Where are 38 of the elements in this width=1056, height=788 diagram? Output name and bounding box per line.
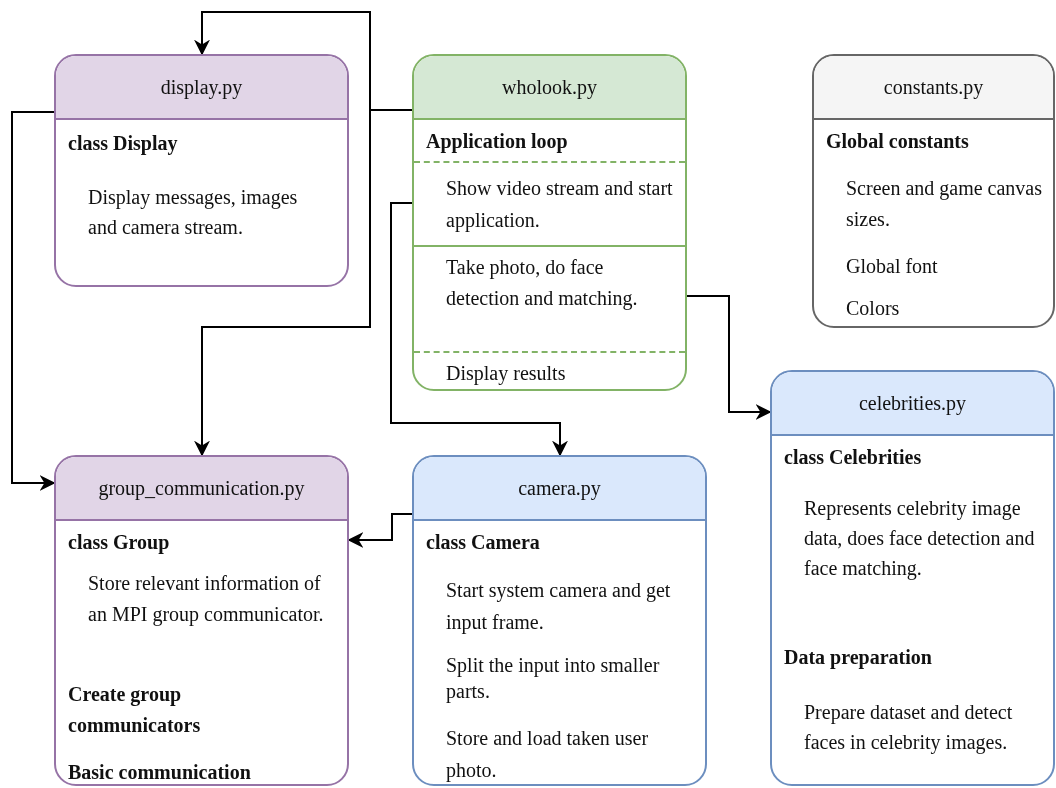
- connector-arrow: [347, 513, 413, 548]
- connector-arrow: [686, 295, 772, 420]
- description-text: Take photo, do face detection and matching.: [446, 255, 639, 312]
- description-text: Global font: [846, 254, 939, 279]
- section-heading: class Celebrities: [784, 445, 923, 470]
- module-card: [54, 455, 349, 786]
- module-card: [812, 54, 1055, 328]
- section-heading: class Camera: [426, 530, 541, 555]
- description-text: Represents celebrity image data, does face detection and face matching.: [804, 496, 1036, 582]
- description-text: Store and load taken user photo.: [446, 726, 650, 784]
- section-heading: class Display: [68, 131, 179, 157]
- section-heading: Basic communication: [68, 760, 252, 784]
- connector-arrow: [11, 111, 56, 491]
- connector-arrow: [390, 202, 568, 457]
- description-text: Colors: [846, 296, 901, 321]
- description-text: Show video stream and start application.: [446, 176, 674, 234]
- description-text: Start system camera and get input frame.: [446, 578, 672, 636]
- file-name-header: group_communication.py: [56, 457, 347, 521]
- file-name-header: wholook.py: [414, 56, 685, 120]
- module-card: [54, 54, 349, 287]
- section-heading: Global constants: [826, 129, 970, 154]
- file-name-header: display.py: [56, 56, 347, 120]
- description-text: Prepare dataset and detect faces in celebrity images.: [804, 700, 1014, 756]
- section-heading: class Group: [68, 530, 171, 556]
- module-card: [412, 455, 707, 786]
- file-name-header: constants.py: [814, 56, 1053, 120]
- description-text: Store relevant information of an MPI group communicator.: [88, 571, 325, 628]
- section-heading: Create group communicators: [68, 682, 202, 738]
- file-name-header: celebrities.py: [772, 372, 1053, 436]
- description-text: Display results: [446, 361, 567, 387]
- module-card: [412, 54, 687, 391]
- description-text: Screen and game canvas sizes.: [846, 176, 1043, 232]
- description-text: Split the input into smaller parts.: [446, 653, 661, 704]
- section-heading: Application loop: [426, 129, 569, 155]
- file-name-header: camera.py: [414, 457, 705, 521]
- section-heading: Data preparation: [784, 645, 933, 671]
- module-card: [770, 370, 1055, 786]
- description-text: Display messages, images and camera stream.: [88, 185, 299, 240]
